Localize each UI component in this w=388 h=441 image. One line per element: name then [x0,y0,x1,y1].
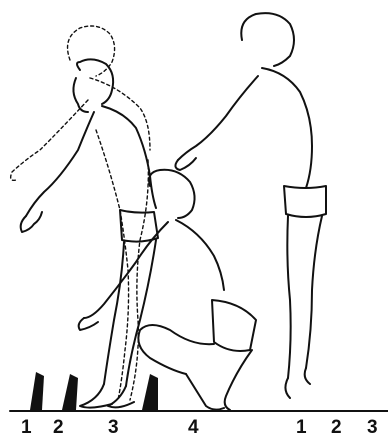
label-4: 4 [188,418,199,438]
label-1: 1 [21,418,32,438]
jumping-figure [175,13,326,398]
label-2: 2 [53,418,64,438]
foot-marker-3 [142,374,158,410]
foot-marker-2 [62,374,78,410]
foot-markers [30,372,158,410]
foot-marker-1 [30,372,44,410]
standing-figure [21,59,158,407]
label-3: 3 [108,418,119,438]
label-right-1: 1 [296,418,307,438]
label-right-2: 2 [331,418,342,438]
label-right-3: 3 [367,418,378,438]
ghost-standing-figure [11,26,150,400]
